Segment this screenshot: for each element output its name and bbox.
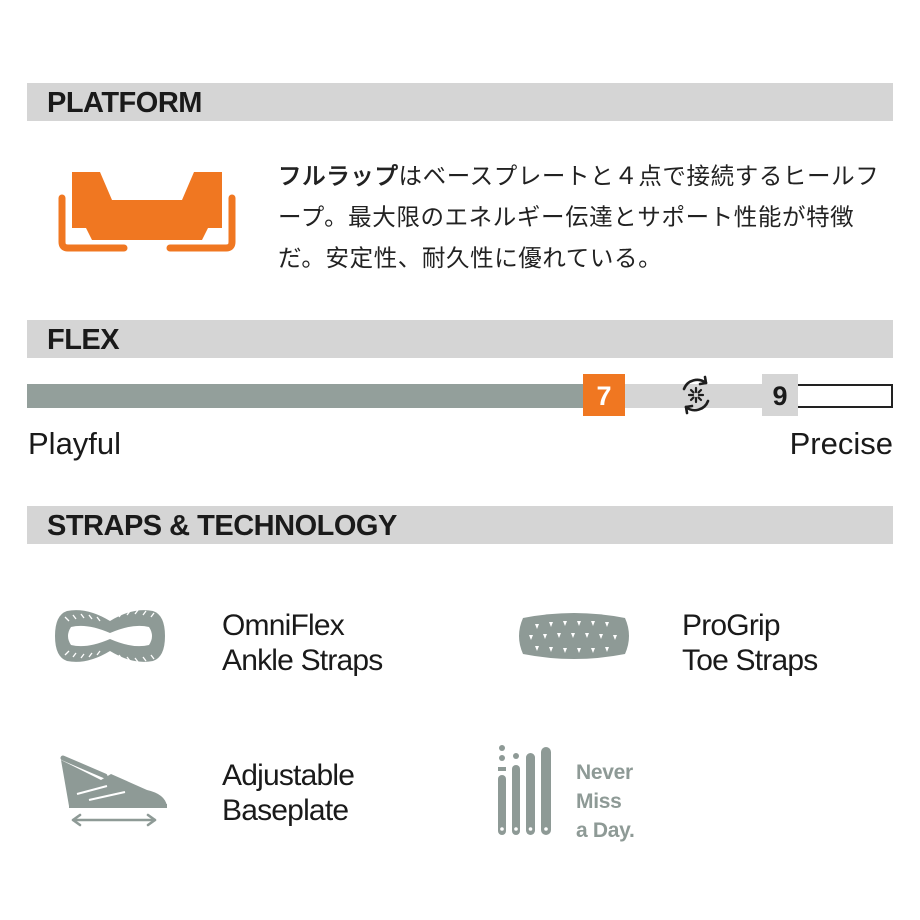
platform-description-bold: フルラップ	[278, 162, 399, 190]
progrip-label-line1: ProGrip	[682, 609, 781, 642]
flex-rating-empty	[798, 384, 893, 408]
flex-max-badge: 9	[762, 374, 798, 416]
nmad-line3: a Day.	[576, 819, 635, 842]
omniflex-label-line1: OmniFlex	[222, 609, 345, 642]
progrip-strap-icon	[519, 613, 629, 659]
flex-title: FLEX	[47, 324, 120, 356]
straps-section-header: STRAPS & TECHNOLOGY	[27, 506, 893, 544]
adjustable-baseplate-icon	[60, 755, 167, 827]
flex-label-precise: Precise	[789, 426, 893, 461]
full-wrap-platform-icon	[58, 172, 236, 252]
baseplate-label-line1: Adjustable	[222, 759, 355, 792]
platform-description: フルラップはベースプレートと４点で接続するヒールフープ。最大限のエネルギー伝達と…	[278, 156, 898, 279]
platform-section-header: PLATFORM	[27, 83, 893, 121]
flex-cycle-icon	[682, 375, 710, 415]
platform-description-rest: はベースプレートと４点で接続するヒールフープ。最大限のエネルギー伝達とサポート性…	[278, 162, 880, 272]
flex-label-playful: Playful	[28, 426, 122, 461]
flex-value-badge: 7	[583, 374, 625, 416]
flex-section-header: FLEX	[27, 320, 893, 358]
omniflex-label: OmniFlex Ankle Straps	[222, 608, 383, 678]
never-miss-a-day-icon	[498, 745, 551, 835]
omniflex-strap-icon	[55, 609, 165, 663]
nmad-line1: Never	[576, 761, 633, 784]
never-miss-a-day-logo-text: Never Miss a Day.	[576, 758, 635, 845]
straps-title: STRAPS & TECHNOLOGY	[47, 510, 397, 542]
baseplate-label-line2: Baseplate	[222, 794, 349, 827]
progrip-label-line2: Toe Straps	[682, 644, 818, 677]
omniflex-label-line2: Ankle Straps	[222, 644, 383, 677]
baseplate-label: Adjustable Baseplate	[222, 758, 355, 828]
platform-title: PLATFORM	[47, 87, 202, 119]
flex-rating-fill	[27, 384, 583, 408]
nmad-line2: Miss	[576, 790, 622, 813]
progrip-label: ProGrip Toe Straps	[682, 608, 818, 678]
